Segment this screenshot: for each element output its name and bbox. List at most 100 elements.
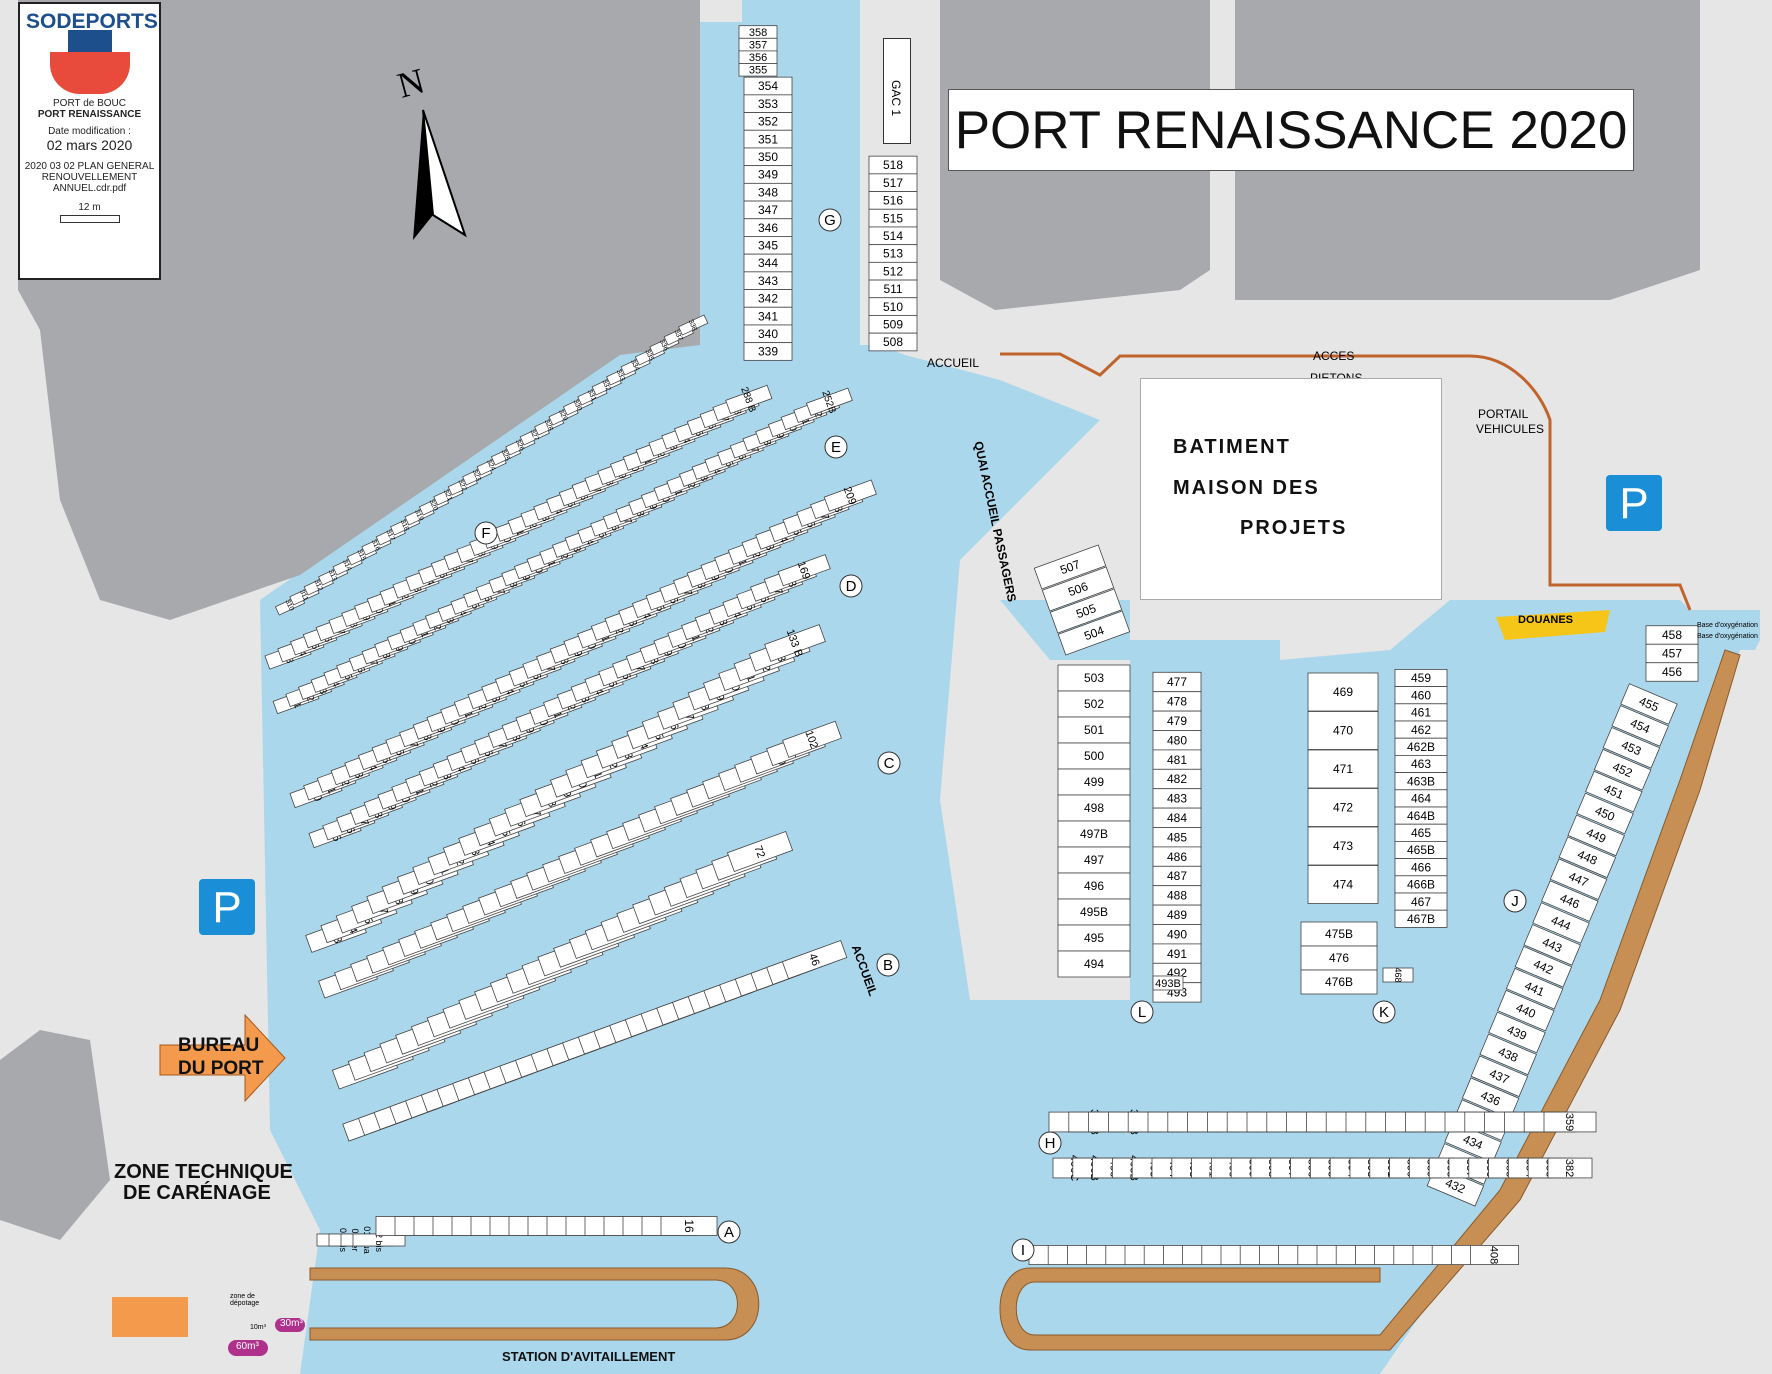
svg-text:344: 344 [758, 256, 778, 270]
portail-label: PORTAIL [1478, 407, 1529, 421]
svg-text:315: 315 [355, 549, 366, 563]
scale-label: 12 m [78, 202, 101, 213]
svg-text:494: 494 [1084, 957, 1104, 971]
svg-text:486: 486 [1167, 850, 1187, 864]
svg-text:463: 463 [1411, 757, 1431, 771]
berth-L-497B: 497B [1057, 820, 1131, 848]
berth-G-342: 342 [743, 289, 793, 308]
berth-J-438: 438 [1479, 1033, 1537, 1076]
svg-text:465: 465 [1411, 826, 1431, 840]
berth-K-467: 467 [1394, 892, 1448, 911]
brand-name: SODEPORTS [26, 10, 158, 33]
berth-L-482: 482 [1152, 768, 1202, 790]
berth-L-500: 500 [1057, 742, 1131, 770]
building-left [18, 0, 700, 620]
depotage-label: zone de dépotage [230, 1293, 260, 1307]
svg-text:310: 310 [283, 599, 294, 613]
berth-G-346: 346 [743, 218, 793, 237]
svg-text:L: L [1138, 1004, 1146, 1021]
svg-text:464B: 464B [1407, 809, 1435, 823]
berth-J-437: 437 [1470, 1055, 1529, 1098]
svg-text:16: 16 [682, 1219, 696, 1233]
svg-text:318: 318 [399, 519, 410, 533]
berth-J-444: 444 [1532, 902, 1590, 944]
berth-L-505: 505 [1049, 588, 1123, 634]
svg-text:350: 350 [758, 150, 778, 164]
svg-text:493B: 493B [1155, 978, 1181, 990]
berth-G-349: 349 [743, 165, 793, 184]
svg-text:473: 473 [1333, 839, 1353, 853]
svg-text:470: 470 [1333, 724, 1353, 738]
berth-J-441: 441 [1505, 967, 1564, 1010]
svg-text:334: 334 [629, 359, 640, 373]
svg-text:328: 328 [543, 419, 554, 433]
bureau-area-bg [0, 1030, 110, 1240]
svg-text:K: K [1379, 1004, 1389, 1021]
berth-L-501: 501 [1057, 716, 1131, 744]
svg-text:346: 346 [758, 221, 778, 235]
acces-label: ACCES [1313, 349, 1355, 363]
svg-text:327: 327 [528, 429, 539, 443]
berth-L-478: 478 [1152, 691, 1202, 712]
berth-L-487: 487 [1152, 865, 1202, 887]
svg-text:479: 479 [1167, 714, 1187, 728]
svg-text:408: 408 [1488, 1246, 1500, 1264]
zone-label-1: ZONE TECHNIQUE [114, 1161, 293, 1183]
svg-text:518: 518 [883, 158, 903, 172]
berth-K-464B: 464B [1394, 806, 1448, 825]
svg-text:329: 329 [557, 409, 568, 423]
svg-text:466B: 466B [1407, 878, 1435, 892]
svg-text:311: 311 [298, 589, 309, 602]
svg-text:355: 355 [749, 65, 767, 77]
gac-box [883, 38, 911, 144]
scale-bar [59, 215, 120, 223]
oxy-label-2: Base d'oxygénation [1697, 633, 1758, 640]
berth-J-448: 448 [1558, 836, 1617, 879]
berth-L-488: 488 [1152, 885, 1202, 906]
berth-J-451: 451 [1585, 770, 1643, 813]
svg-text:G: G [824, 212, 836, 229]
svg-text:72: 72 [751, 844, 766, 860]
bureau-label-2: DU PORT [178, 1058, 264, 1079]
svg-text:458: 458 [1662, 628, 1682, 642]
batiment-label-3: PROJETS [1240, 517, 1348, 539]
batiment-label-2: MAISON DES [1173, 477, 1320, 499]
svg-text:F: F [481, 525, 490, 542]
svg-text:325: 325 [499, 449, 510, 463]
pier-marker-E: E [824, 435, 848, 459]
berth-G2-511: 511 [868, 279, 918, 299]
tank-10-label: 10m³ [250, 1324, 266, 1331]
svg-text:484: 484 [1167, 811, 1187, 825]
berth-K-462: 462 [1394, 720, 1448, 739]
berth-J-457: 457 [1645, 643, 1699, 664]
svg-text:E: E [831, 439, 841, 456]
svg-text:495B: 495B [1080, 905, 1108, 919]
svg-text:469: 469 [1333, 685, 1353, 699]
berth-B-46: 46 [781, 940, 848, 980]
svg-text:462: 462 [1411, 723, 1431, 737]
svg-text:468: 468 [1393, 967, 1403, 982]
berth-I-408: 408 [1470, 1244, 1519, 1266]
svg-text:209: 209 [841, 485, 859, 506]
svg-text:C: C [884, 755, 895, 772]
berth-G-347: 347 [743, 200, 793, 220]
berth-L-485: 485 [1152, 827, 1202, 848]
berth-K-474: 474 [1307, 865, 1379, 904]
accueil-label: ACCUEIL [927, 356, 980, 370]
svg-text:463B: 463B [1407, 774, 1435, 788]
berth-L-483: 483 [1152, 788, 1202, 809]
file-line-2: RENOUVELLEMENT ANNUEL.cdr.pdf [41, 172, 138, 194]
berth-J-436: 436 [1461, 1077, 1520, 1120]
breakwater-a [309, 1267, 760, 1341]
svg-text:321: 321 [442, 489, 453, 503]
pier-marker-H: H [1038, 1131, 1062, 1155]
berth-G-357: 357 [738, 37, 778, 51]
berth-G-339: 339 [743, 342, 793, 361]
svg-text:464: 464 [1411, 792, 1431, 806]
svg-text:467B: 467B [1407, 912, 1435, 926]
gac-label: GAC 1 [889, 80, 903, 117]
svg-text:516: 516 [883, 194, 903, 208]
pier-marker-B: B [876, 953, 900, 977]
svg-text:102: 102 [802, 729, 820, 750]
